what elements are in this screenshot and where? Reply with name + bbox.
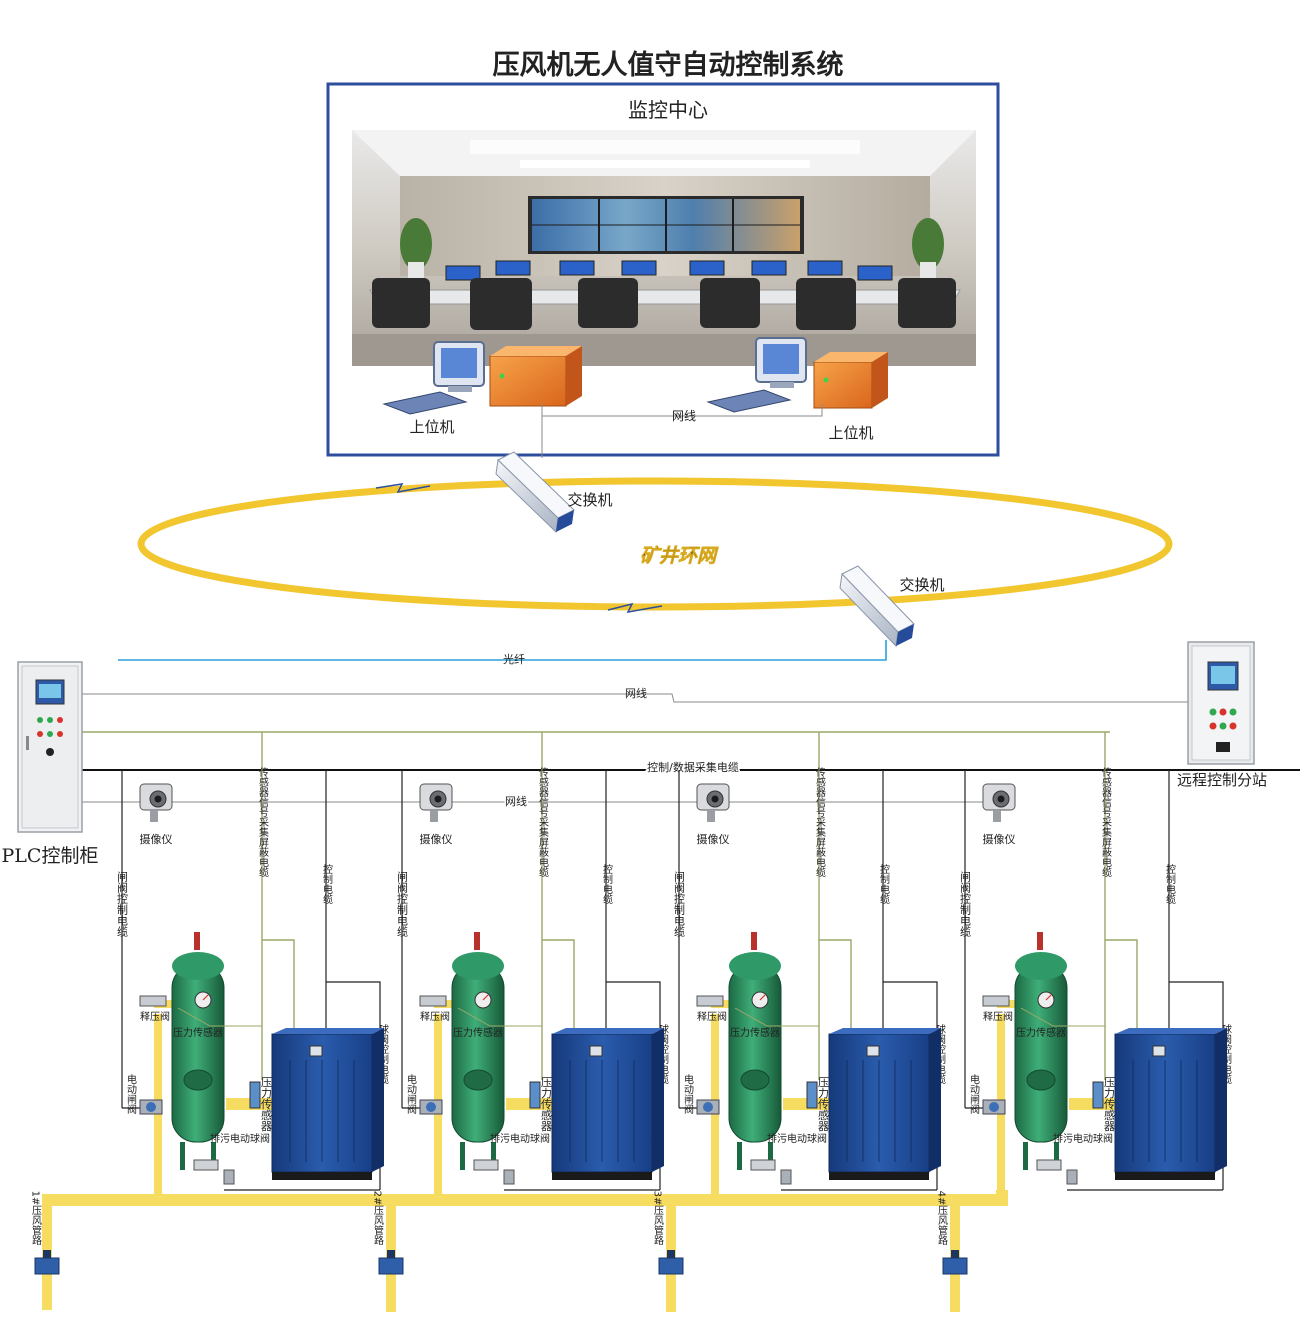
air-receiver-tank: [728, 932, 819, 1170]
relief-valve-label: 释压阀: [697, 1010, 727, 1023]
camera-icon: [139, 783, 173, 822]
outlet-pressure-sensor-label: 压力传感器: [1103, 1076, 1116, 1132]
camera-network-label: 网线: [505, 794, 527, 808]
gate-cable-label: 闸阀控制电缆: [959, 871, 972, 937]
tank-pressure-sensor-label: 压力传感器: [1016, 1026, 1066, 1039]
pipe-valve-icon: [942, 1250, 968, 1275]
air-receiver-tank: [171, 932, 262, 1170]
sensor-cable-label: 传感器信号采集屏蔽电缆: [814, 767, 826, 877]
network-label: 网线: [625, 686, 647, 700]
drain-valve-label: 排污电动球阀: [490, 1132, 550, 1145]
drain-valve-label: 排污电动球阀: [210, 1132, 270, 1145]
electric-valve-label: 电动闸阀: [968, 1073, 980, 1115]
air-pipe-label: 3#压风管路: [652, 1191, 664, 1247]
air-pipe-label: 1#压风管路: [30, 1191, 42, 1247]
wireless-icon: [375, 483, 431, 494]
control-data-label: 控制/数据采集电缆: [647, 760, 739, 774]
gate-cable-label: 闸阀控制电缆: [396, 871, 409, 937]
pipe-valve-icon: [658, 1250, 684, 1275]
remote-station-label: 远程控制分站: [1177, 771, 1267, 789]
camera-icon: [419, 783, 453, 822]
switch-top-label: 交换机: [567, 491, 612, 509]
sensor-cable-label: 传感器信号采集屏蔽电缆: [257, 767, 269, 877]
drain-valve-label: 排污电动球阀: [767, 1132, 827, 1145]
control-cable-label: 控制电缆: [1164, 863, 1176, 904]
drain-valve-label: 排污电动球阀: [1053, 1132, 1113, 1145]
outlet-pressure-sensor-label: 压力传感器: [540, 1076, 553, 1132]
gate-cable-label: 闸阀控制电缆: [116, 871, 129, 937]
plc-cabinet: PLC控制柜: [2, 661, 99, 867]
tank-pressure-sensor-label: 压力传感器: [453, 1026, 503, 1039]
monitor-network-label: 网线: [672, 409, 696, 423]
camera-label: 摄像仪: [420, 832, 453, 846]
compressor-unit: 摄像仪闸阀控制电缆传感器信号采集屏蔽电缆控制电缆球阀控制电缆释压阀压力传感器电动…: [673, 732, 946, 1194]
control-cable-label: 控制电缆: [321, 863, 333, 904]
tank-pressure-sensor-label: 压力传感器: [173, 1026, 223, 1039]
tank-pressure-sensor-label: 压力传感器: [730, 1026, 780, 1039]
control-cable-label: 控制电缆: [878, 863, 890, 904]
electric-valve-label: 电动闸阀: [682, 1073, 694, 1115]
ring-label: 矿井环网: [640, 545, 719, 567]
air-pipe-label: 2#压风管路: [372, 1191, 384, 1247]
gate-cable-label: 闸阀控制电缆: [673, 871, 686, 937]
compressor-units: 摄像仪闸阀控制电缆传感器信号采集屏蔽电缆控制电缆球阀控制电缆释压阀压力传感器电动…: [116, 732, 1232, 1194]
camera-label: 摄像仪: [983, 832, 1016, 846]
air-receiver-tank: [451, 932, 542, 1170]
switch-right-label: 交换机: [899, 576, 944, 594]
outlet-pressure-sensor-label: 压力传感器: [260, 1076, 273, 1132]
control-room-image: [352, 130, 976, 366]
switch-top: 交换机: [495, 451, 613, 534]
control-cable-label: 控制电缆: [601, 863, 613, 904]
network-line: [82, 693, 1188, 703]
electric-valve-label: 电动闸阀: [125, 1073, 137, 1115]
host-left-label: 上位机: [409, 418, 454, 436]
compressor-unit: 摄像仪闸阀控制电缆传感器信号采集屏蔽电缆控制电缆球阀控制电缆释压阀压力传感器电动…: [116, 732, 389, 1194]
sensor-cable-label: 传感器信号采集屏蔽电缆: [1100, 767, 1112, 877]
pipe-valve-icon: [34, 1250, 60, 1275]
plc-cabinet-label: PLC控制柜: [2, 845, 99, 867]
relief-valve-label: 释压阀: [420, 1010, 450, 1023]
camera-label: 摄像仪: [140, 832, 173, 846]
air-compressor: [1114, 1028, 1227, 1180]
host-computer-left: 上位机: [382, 341, 582, 436]
relief-valve-label: 释压阀: [140, 1010, 170, 1023]
page-title: 压风机无人值守自动控制系统: [493, 49, 844, 81]
fiber-line: [118, 640, 887, 661]
relief-valve-label: 释压阀: [983, 1010, 1013, 1023]
host-right-label: 上位机: [828, 424, 873, 442]
wireless-icon: [607, 602, 663, 613]
compressor-unit: 摄像仪闸阀控制电缆传感器信号采集屏蔽电缆控制电缆球阀控制电缆释压阀压力传感器电动…: [959, 732, 1232, 1194]
camera-label: 摄像仪: [697, 832, 730, 846]
air-compressor: [271, 1028, 384, 1180]
electric-gate-valve-icon: [419, 1099, 443, 1115]
air-receiver-tank: [1014, 932, 1105, 1170]
camera-icon: [696, 783, 730, 822]
monitor-center-label: 监控中心: [628, 98, 708, 122]
electric-gate-valve-icon: [696, 1099, 720, 1115]
pipe-valve-icon: [378, 1250, 404, 1275]
mine-ring-network: [137, 477, 1173, 611]
electric-gate-valve-icon: [982, 1099, 1006, 1115]
camera-icon: [982, 783, 1016, 822]
air-compressor: [828, 1028, 941, 1180]
air-pipe-header: 1#压风管路 2#压风管路 3#压风管路 4#压风管路: [30, 1190, 1008, 1312]
electric-valve-label: 电动闸阀: [405, 1073, 417, 1115]
compressor-unit: 摄像仪闸阀控制电缆传感器信号采集屏蔽电缆控制电缆球阀控制电缆释压阀压力传感器电动…: [396, 732, 669, 1194]
outlet-pressure-sensor-label: 压力传感器: [817, 1076, 830, 1132]
fiber-label: 光纤: [503, 652, 525, 666]
switch-right: 交换机: [839, 565, 945, 648]
electric-gate-valve-icon: [139, 1099, 163, 1115]
sensor-cable-label: 传感器信号采集屏蔽电缆: [537, 767, 549, 877]
host-computer-right: 上位机: [706, 337, 888, 442]
air-pipe-label: 4#压风管路: [936, 1191, 948, 1247]
remote-control-station: 远程控制分站: [1177, 641, 1267, 789]
air-compressor: [551, 1028, 664, 1180]
